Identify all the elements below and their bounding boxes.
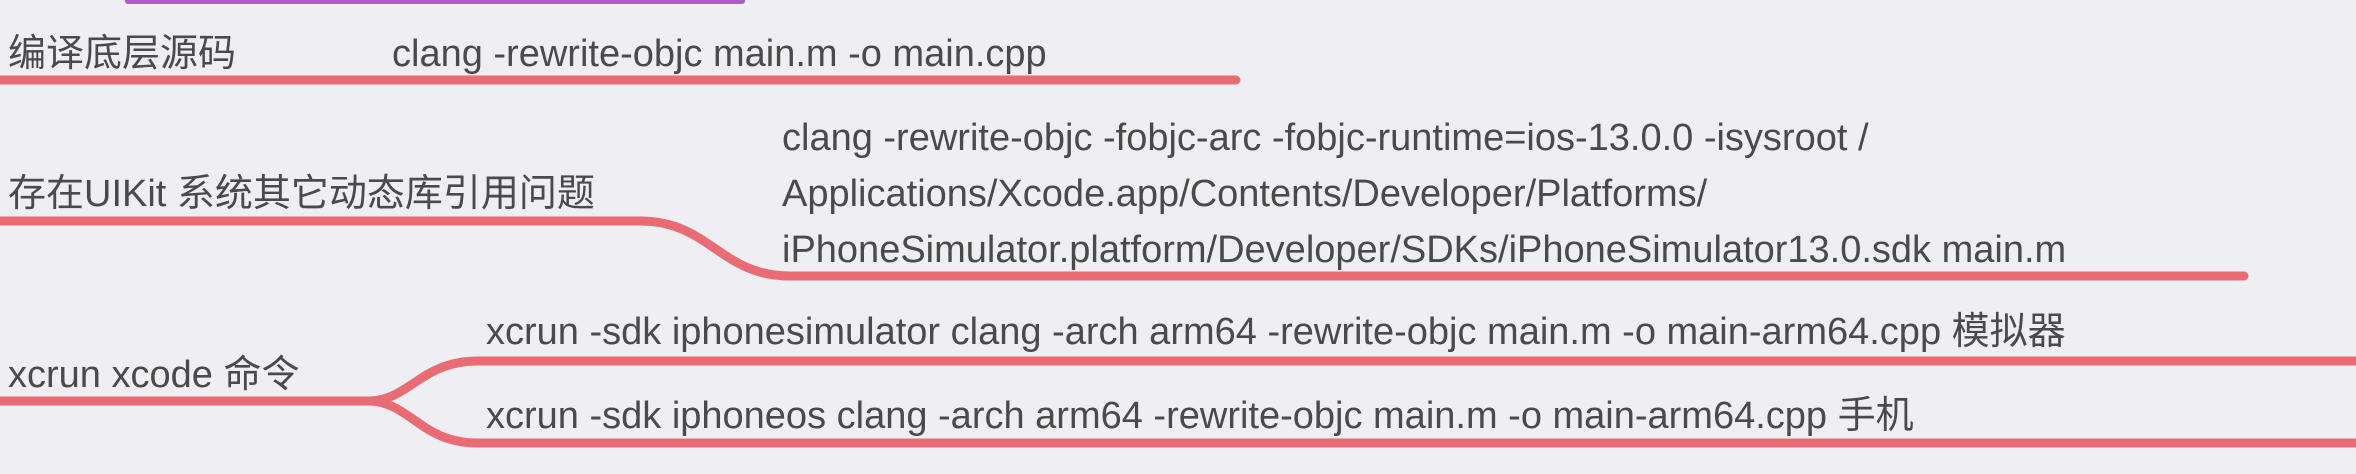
command-line-2: Applications/Xcode.app/Contents/Develope… [782, 173, 1708, 215]
node-label-xcrun[interactable]: xcrun xcode 命令 [8, 354, 300, 396]
node-label-uikit-issue[interactable]: 存在UIKit 系统其它动态库引用问题 [8, 173, 595, 215]
node-content-compile-command[interactable]: clang -rewrite-objc main.m -o main.cpp [392, 33, 1047, 75]
branch-line-xcrun-device [363, 396, 2356, 448]
node-content-uikit-command[interactable]: clang -rewrite-objc -fobjc-arc -fobjc-ru… [782, 110, 2066, 278]
node-child-xcrun-device[interactable]: xcrun -sdk iphoneos clang -arch arm64 -r… [486, 395, 1914, 437]
node-child-xcrun-simulator[interactable]: xcrun -sdk iphonesimulator clang -arch a… [486, 311, 2066, 353]
branch-line-uikit [0, 216, 2249, 281]
node-label-compile-source[interactable]: 编译底层源码 [8, 33, 237, 75]
command-line-3: iPhoneSimulator.platform/Developer/SDKs/… [782, 229, 2067, 271]
command-line-1: clang -rewrite-objc -fobjc-arc -fobjc-ru… [782, 117, 1869, 159]
